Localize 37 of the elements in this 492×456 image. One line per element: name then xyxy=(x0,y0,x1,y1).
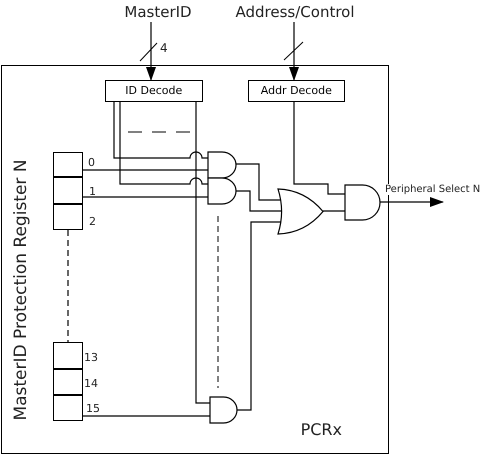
register-cell xyxy=(52,394,83,421)
wire xyxy=(119,102,208,185)
bit-number: 2 xyxy=(89,215,96,228)
decoder-box xyxy=(104,80,203,102)
decoder-label: Addr Decode xyxy=(260,84,332,98)
bit-number: 13 xyxy=(84,351,98,364)
arrow xyxy=(146,22,156,81)
register-title: MasterID Protection Register N xyxy=(11,159,31,421)
wire xyxy=(67,230,69,342)
register-cell xyxy=(52,368,83,395)
wire xyxy=(83,415,210,417)
bit-number: 0 xyxy=(88,156,95,169)
wire xyxy=(323,210,345,212)
bit-number: 1 xyxy=(89,185,96,198)
decoder-box xyxy=(248,80,345,102)
decoder-label: ID Decode xyxy=(125,84,182,98)
wire xyxy=(293,102,345,195)
bit-number: 14 xyxy=(84,377,98,390)
bit-number: 15 xyxy=(86,402,100,415)
edge-label: Peripheral Select N xyxy=(385,184,480,195)
register-cell xyxy=(52,152,83,177)
wire xyxy=(236,163,281,201)
module-label: PCRx xyxy=(300,420,342,439)
register-cell xyxy=(52,342,83,369)
wire xyxy=(83,169,208,171)
arrow xyxy=(380,197,444,207)
wire xyxy=(237,221,281,411)
wire xyxy=(113,102,208,159)
arrow xyxy=(289,22,299,81)
signal-label: MasterID xyxy=(124,3,192,21)
wire xyxy=(195,102,210,404)
wire xyxy=(83,196,208,198)
bus-width-label: 4 xyxy=(160,41,168,55)
wire xyxy=(236,190,282,212)
register-cell xyxy=(52,204,83,230)
register-cell xyxy=(52,176,83,204)
signal-label: Address/Control xyxy=(236,3,355,21)
